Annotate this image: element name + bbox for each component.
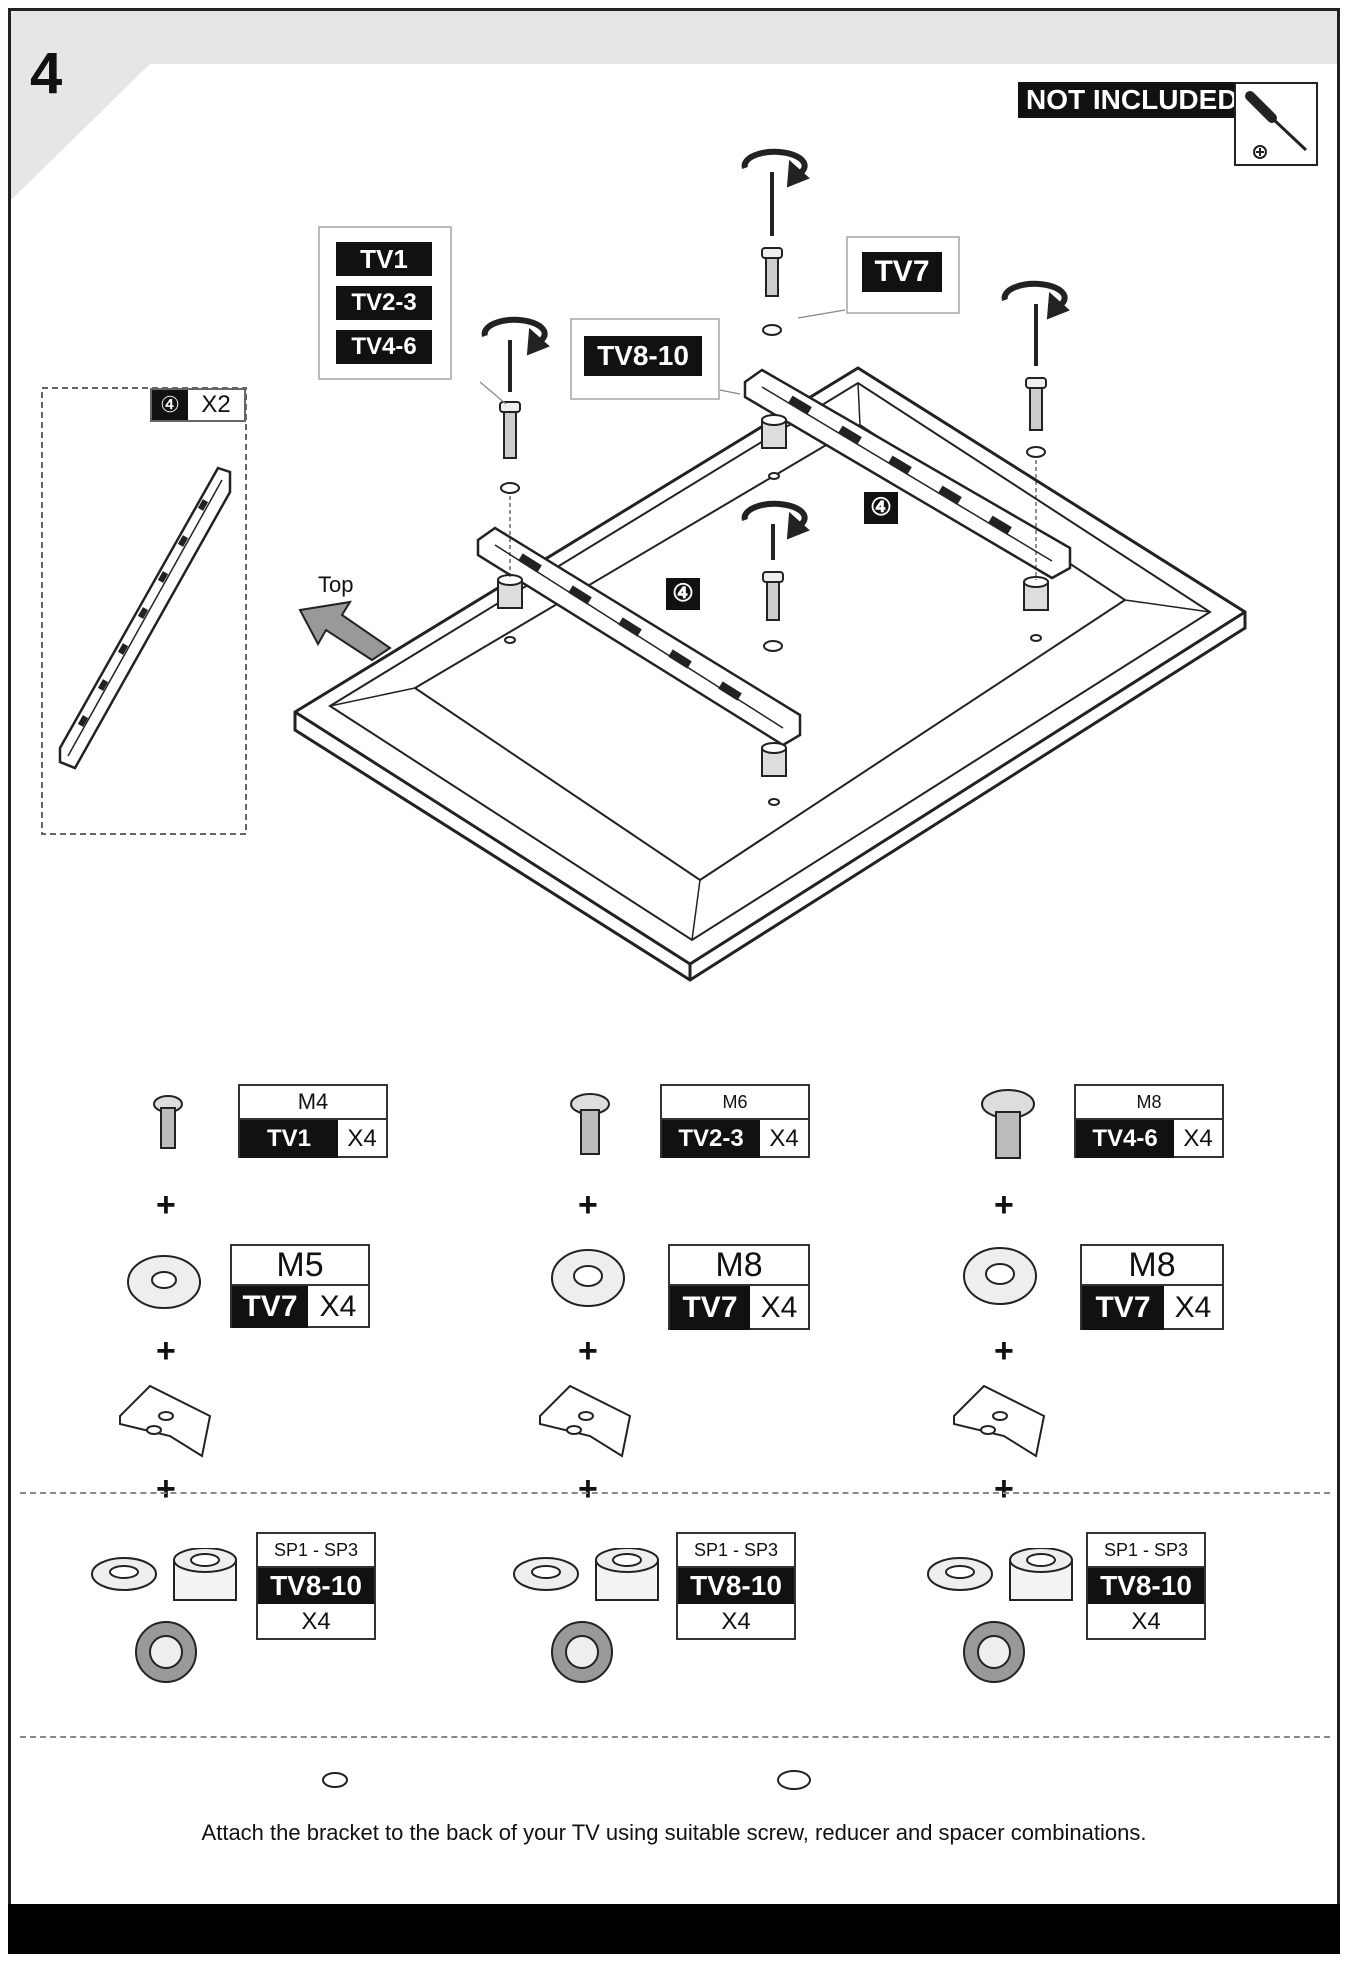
screw-m4-icon <box>153 1095 183 1149</box>
top-label: Top <box>318 572 354 597</box>
washer-icon <box>127 1255 201 1309</box>
oval-marker <box>777 1770 811 1790</box>
single-bracket-illustration <box>58 466 232 770</box>
bracket-parts-box <box>41 387 247 835</box>
screw-spec-1: M4 TV1 X4 <box>238 1084 388 1158</box>
instruction-caption: Attach the bracket to the back of your T… <box>201 1820 1147 1845</box>
top-direction-arrow <box>298 600 392 662</box>
wall-plate-bracket-right <box>743 368 1072 580</box>
spacer-spec-3: SP1 - SP3 TV8-10 X4 <box>1086 1532 1206 1640</box>
step-corner-tab <box>11 11 1337 200</box>
step-number: 4 <box>30 41 63 106</box>
screwdriver-icon <box>1234 82 1318 166</box>
spacer-spec-1: SP1 - SP3 TV8-10 X4 <box>256 1532 376 1640</box>
label-tv7: TV7 <box>862 252 942 292</box>
washer-icon <box>963 1247 1037 1305</box>
washer-spec-3: M8 TV7 X4 <box>1080 1244 1224 1330</box>
bracket-clip-icon <box>539 1384 632 1458</box>
bracket-clip-icon <box>953 1384 1046 1458</box>
screw-stack-1 <box>481 316 550 644</box>
screw-spec-2: M6 TV2-3 X4 <box>660 1084 810 1158</box>
parts-box-header: ④ X2 <box>150 388 246 422</box>
washer-spec-1: M5 TV7 X4 <box>230 1244 370 1328</box>
not-included-box: NOT INCLUDED <box>1018 82 1318 168</box>
label-tv4-6: TV4-6 <box>336 330 432 364</box>
spacers-icon <box>91 1548 237 1683</box>
spacers-icon <box>513 1548 659 1683</box>
label-tv8-10: TV8-10 <box>584 336 702 376</box>
dashed-separator-1 <box>20 1492 1330 1494</box>
bracket-clip-icon <box>119 1384 212 1458</box>
not-included-label: NOT INCLUDED <box>1018 82 1246 118</box>
label-tv1: TV1 <box>336 242 432 276</box>
footer-bar <box>8 1904 1340 1954</box>
bracket-ref-label-right: ④ <box>864 492 898 524</box>
screw-m8-icon <box>981 1089 1035 1159</box>
label-tv2-3: TV2-3 <box>336 286 432 320</box>
parts-ref: ④ <box>152 390 188 420</box>
bracket-ref-label-left: ④ <box>666 578 700 610</box>
tv-back-panel <box>293 366 1247 982</box>
screw-stack-3 <box>1001 280 1070 642</box>
screw-stack-2 <box>741 148 810 480</box>
oval-marker <box>322 1772 348 1788</box>
parts-qty: X2 <box>201 391 231 418</box>
assembly-diagram <box>41 148 1247 982</box>
dashed-separator-2 <box>20 1736 1330 1738</box>
washer-icon <box>551 1249 625 1307</box>
screw-spec-3: M8 TV4-6 X4 <box>1074 1084 1224 1158</box>
spacer-spec-2: SP1 - SP3 TV8-10 X4 <box>676 1532 796 1640</box>
wall-plate-bracket-left <box>476 526 802 747</box>
washer-spec-2: M8 TV7 X4 <box>668 1244 810 1330</box>
spacers-icon <box>927 1548 1073 1683</box>
screw-m6-icon <box>570 1093 610 1155</box>
screw-stack-4 <box>741 500 810 806</box>
